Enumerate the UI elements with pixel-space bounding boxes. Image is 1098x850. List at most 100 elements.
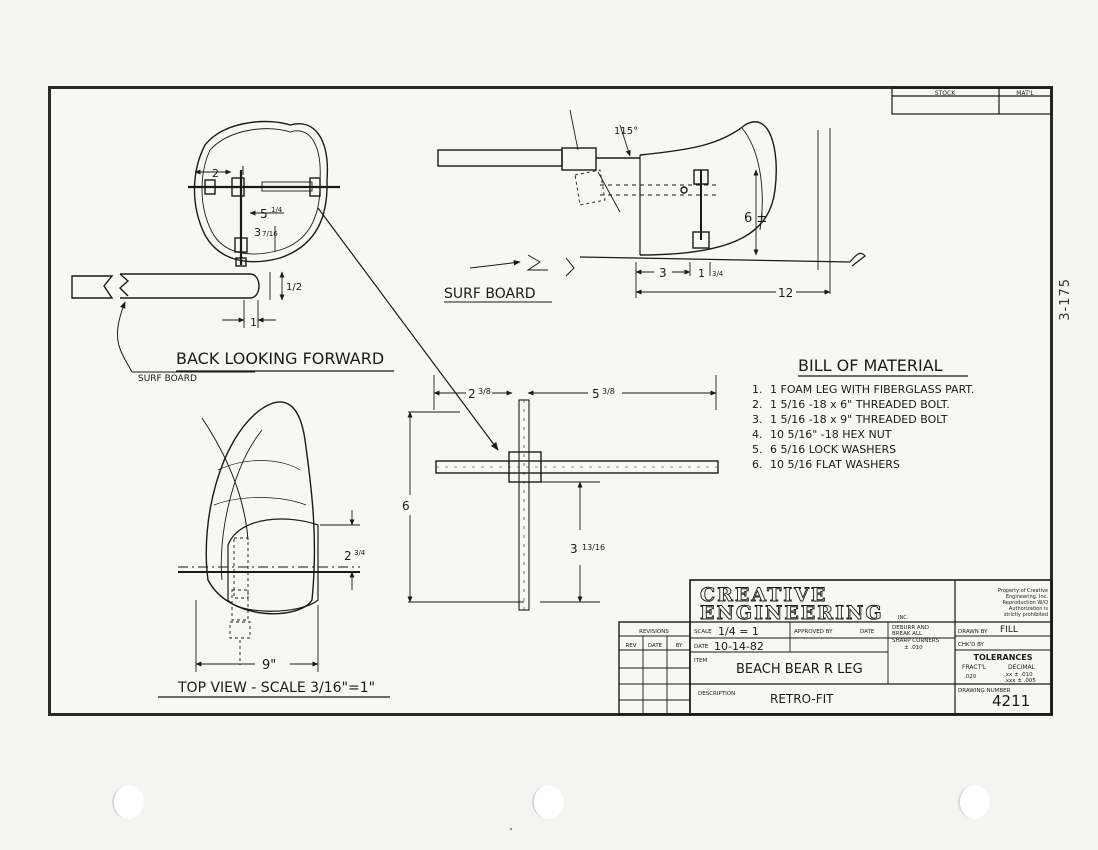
bom-item-number: 5. — [752, 443, 763, 456]
dim-1-side: 1 — [698, 267, 705, 280]
dim-2-3-8: 2 — [468, 387, 476, 401]
foam-leg-top — [205, 401, 316, 615]
foam-leg-side — [639, 121, 777, 256]
dim-6-plusminus: 6 ± — [744, 211, 767, 226]
bom-item-text: 1 5/16 -18 x 9" THREADED BOLT — [770, 413, 948, 426]
dim-3-13-16: 3 — [570, 542, 578, 556]
bill-of-material: BILL OF MATERIAL 1. 1 FOAM LEG WITH FIBE… — [752, 356, 974, 471]
dim-1: 1 — [250, 316, 257, 329]
drawn-by-label: DRAWN BY — [958, 629, 988, 635]
item-value: BEACH BEAR R LEG — [736, 662, 863, 677]
dim-12: 12 — [778, 286, 793, 300]
item-label: ITEM — [694, 658, 707, 664]
rev-header: REV — [625, 643, 636, 649]
dim-2-3-8-frac: 3/8 — [478, 387, 491, 396]
drawing-number-value: 4211 — [992, 692, 1030, 710]
property-note-line: Authorization is — [1009, 606, 1048, 612]
back-view — [188, 120, 340, 267]
bom-item-text: 1 FOAM LEG WITH FIBERGLASS PART. — [770, 383, 974, 396]
bom-item-number: 4. — [752, 428, 763, 441]
rev-date-header: DATE — [648, 643, 663, 649]
property-note-line: Reproduction W/O — [1003, 600, 1048, 606]
title-block — [618, 579, 1053, 715]
dim-2-3-4: 2 — [344, 549, 352, 563]
decimal-xx: .xx ± .010 — [1004, 672, 1033, 678]
dim-5-3-8-frac: 3/8 — [602, 387, 615, 396]
back-surf-label: SURF BOARD — [138, 374, 197, 384]
dim-9: 9" — [262, 658, 276, 673]
back-surfboard — [71, 271, 285, 373]
frame-view — [407, 375, 719, 611]
property-note-line: strictly prohibited — [1004, 612, 1048, 618]
checked-by-label: CHK'D BY — [958, 642, 985, 648]
dim-5-3-8: 5 — [592, 387, 600, 401]
bom-item-number: 1. — [752, 383, 763, 396]
dim-1-3-4-frac: 3/4 — [712, 270, 724, 278]
deburr-line: ± .010 — [904, 645, 923, 651]
dim-3-13-16-frac: 13/16 — [582, 543, 605, 552]
dim-5-quarter: 5 — [260, 207, 268, 221]
decimal-xxx: .xxx ± .005 — [1004, 678, 1036, 684]
bom-item-number: 6. — [752, 458, 763, 471]
binder-hole-center — [532, 785, 564, 819]
angle-115: 115° — [614, 126, 638, 137]
bom-item-number: 2. — [752, 398, 763, 411]
bom-item-number: 3. — [752, 413, 763, 426]
dim-2: 2 — [212, 167, 219, 180]
fract-label: FRACT'L — [962, 664, 987, 671]
drawn-by-value: FILL — [1000, 625, 1018, 635]
dim-3-7-16-frac: 7/16 — [262, 230, 278, 238]
approved-by-label: APPROVED BY — [794, 629, 833, 635]
property-note-line: Property of Creative — [998, 588, 1048, 594]
dim-3-side: 3 — [659, 266, 667, 280]
date-value: 10-14-82 — [714, 640, 764, 653]
paper-speck — [510, 828, 512, 830]
approved-date-label: DATE — [860, 629, 875, 635]
tolerances-label: TOLERANCES — [974, 653, 1033, 662]
stock-table — [891, 87, 1053, 115]
decimal-label: DECIMAL — [1008, 664, 1036, 671]
dim-6-frame: 6 — [402, 499, 410, 513]
description-label: DESCRIPTION — [698, 691, 735, 697]
property-note: Property of Creative Engineering, Inc. R… — [998, 588, 1049, 618]
back-view-title: BACK LOOKING FORWARD — [176, 349, 384, 368]
top-view — [158, 401, 390, 698]
stock-header: STOCK — [935, 90, 956, 97]
binder-hole-right — [958, 785, 990, 819]
fiberglass-inner — [201, 128, 321, 255]
logo-line-2: ENGINEERING — [700, 602, 884, 624]
logo-suffix: INC. — [898, 615, 909, 621]
date-label: DATE — [694, 644, 709, 650]
deburr-line: DEBURR AND — [892, 625, 929, 631]
property-note-line: Engineering, Inc. — [1006, 594, 1049, 600]
bom-title: BILL OF MATERIAL — [798, 356, 943, 375]
company-logo: CREATIVE ENGINEERING INC. — [700, 584, 909, 625]
scale-label: SCALE — [694, 629, 712, 635]
description-value: RETRO-FIT — [770, 692, 834, 706]
foam-leg-outline — [193, 120, 329, 263]
material-header: MAT'L — [1016, 90, 1034, 97]
deburr-note: DEBURR AND BREAK ALL SHARP CORNERS ± .01… — [892, 625, 940, 651]
bom-item-text: 1 5/16 -18 x 6" THREADED BOLT. — [770, 398, 950, 411]
side-view — [437, 109, 866, 303]
top-view-title: TOP VIEW - SCALE 3/16"=1" — [177, 680, 375, 696]
fract-value: .020 — [964, 674, 977, 680]
sheet-code: 3-175 — [1058, 278, 1073, 321]
dim-3-7-16: 3 — [254, 226, 261, 239]
drawing-number-label: DRAWING NUMBER — [958, 688, 1011, 694]
bom-item-text: 10 5/16" -18 HEX NUT — [770, 428, 892, 441]
bom-list: 1. 1 FOAM LEG WITH FIBERGLASS PART. 2. 1… — [752, 383, 974, 471]
binder-hole-left — [112, 785, 144, 819]
scale-value: 1/4 = 1 — [718, 625, 759, 638]
deburr-line: BREAK ALL — [892, 631, 923, 637]
rev-by-header: BY — [676, 643, 683, 649]
bom-item-text: 6 5/16 LOCK WASHERS — [770, 443, 896, 456]
bom-item-text: 10 5/16 FLAT WASHERS — [770, 458, 900, 471]
side-surf-label: SURF BOARD — [444, 286, 536, 302]
logo-line-1: CREATIVE — [700, 584, 827, 606]
dim-5-quarter-frac: 1/4 — [271, 206, 283, 214]
deburr-line: SHARP CORNERS — [892, 638, 940, 644]
dim-half: 1/2 — [286, 282, 302, 293]
revisions-label: REVISIONS — [639, 629, 669, 635]
